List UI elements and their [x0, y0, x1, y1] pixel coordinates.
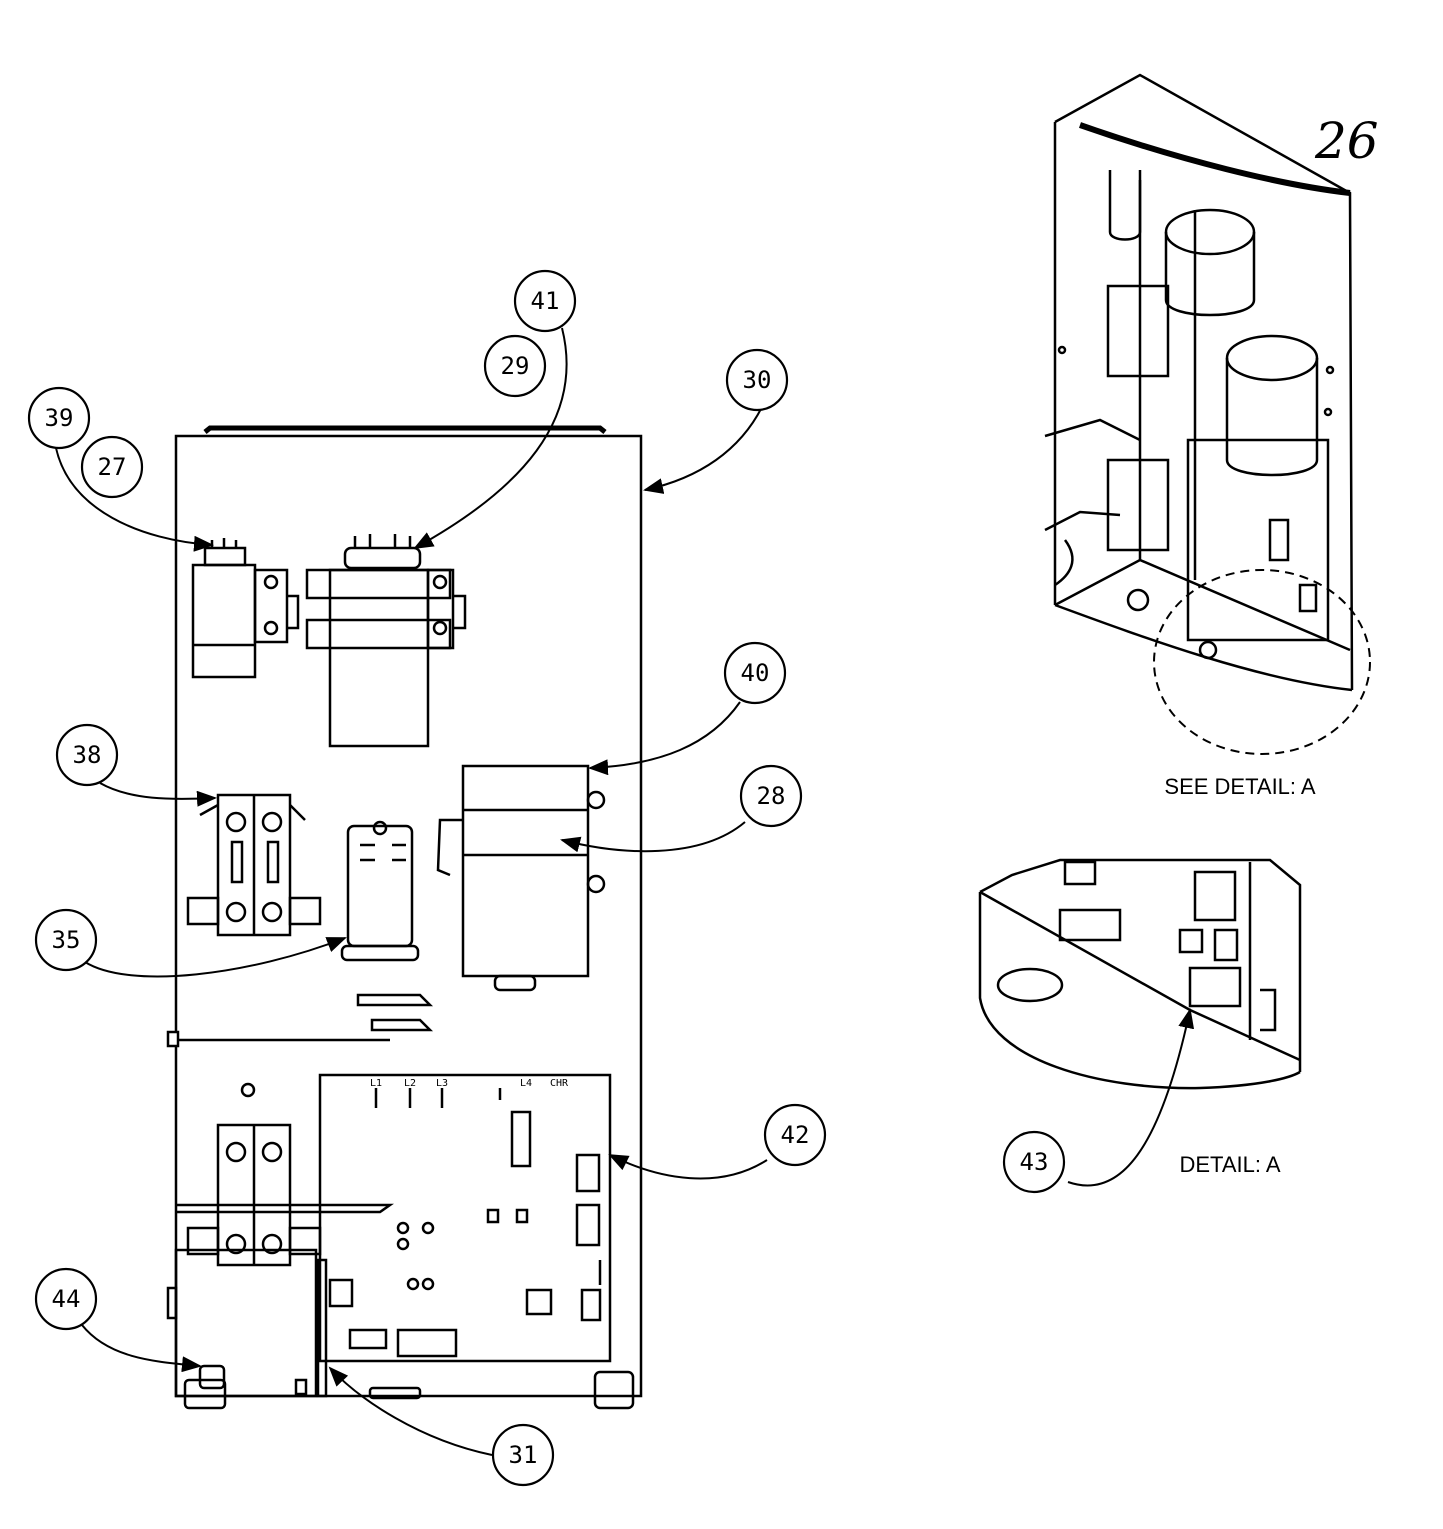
callout-41: 41 [513, 269, 577, 333]
leader-44 [81, 1324, 202, 1373]
callout-number: 42 [781, 1121, 810, 1149]
callout-number: 30 [743, 366, 772, 394]
board-terminal-labels: L1 L2 L3 L4 CHR [370, 1078, 569, 1089]
relay [340, 820, 420, 962]
callout-number: 29 [501, 352, 530, 380]
board-label: CHR [550, 1078, 569, 1089]
see-detail-caption: SEE DETAIL: A [1164, 774, 1316, 799]
detail-circle [1153, 569, 1371, 755]
detail-a-view [978, 858, 1302, 1090]
callout-number: 27 [98, 453, 127, 481]
callout-number: 39 [45, 404, 74, 432]
board-label: L3 [436, 1078, 448, 1089]
control-panel [166, 425, 643, 1410]
board-label: L1 [370, 1078, 382, 1089]
callout-30: 30 [725, 348, 789, 412]
run-capacitor-large [305, 534, 467, 748]
callout-42: 42 [763, 1103, 827, 1167]
leader-38 [99, 782, 217, 807]
callout-number: 44 [52, 1285, 81, 1313]
callout-43: 43 [1002, 1130, 1066, 1194]
leader-43 [1067, 1008, 1195, 1187]
callout-number: 35 [52, 926, 81, 954]
isometric-unit-view [1044, 73, 1354, 692]
callout-38: 38 [55, 723, 119, 787]
callout-number: 41 [531, 287, 560, 315]
leader-lines [55, 327, 1195, 1456]
leader-31 [328, 1366, 493, 1456]
callout-39: 39 [27, 386, 91, 450]
leader-35 [84, 937, 347, 978]
leader-40 [588, 701, 741, 776]
callout-number: 40 [741, 659, 770, 687]
callout-number: 31 [509, 1441, 538, 1469]
contactor-lower [186, 1082, 322, 1267]
page-number: 26 [1314, 112, 1379, 170]
ground-lug [166, 1248, 328, 1398]
callout-number: 28 [757, 782, 786, 810]
leader-42 [608, 1154, 768, 1180]
leader-28 [560, 821, 746, 853]
callout-40: 40 [723, 641, 787, 705]
detail-caption: DETAIL: A [1179, 1152, 1280, 1177]
leader-41 [413, 327, 568, 549]
callout-31: 31 [491, 1423, 555, 1487]
transformer [436, 764, 606, 992]
leader-30 [643, 406, 763, 494]
callout-number: 43 [1020, 1148, 1049, 1176]
leader-39 [55, 447, 214, 552]
callout-number: 38 [73, 741, 102, 769]
control-board [318, 1073, 612, 1363]
callout-29: 29 [483, 334, 547, 398]
board-label: L4 [520, 1078, 532, 1089]
contactor-upper [186, 793, 322, 937]
callout-28: 28 [739, 764, 803, 828]
run-capacitor-small [191, 538, 300, 679]
callout-35: 35 [34, 908, 98, 972]
callout-44: 44 [34, 1267, 98, 1331]
mounting-bracket [176, 993, 434, 1214]
callout-27: 27 [80, 435, 144, 499]
board-label: L2 [404, 1078, 416, 1089]
